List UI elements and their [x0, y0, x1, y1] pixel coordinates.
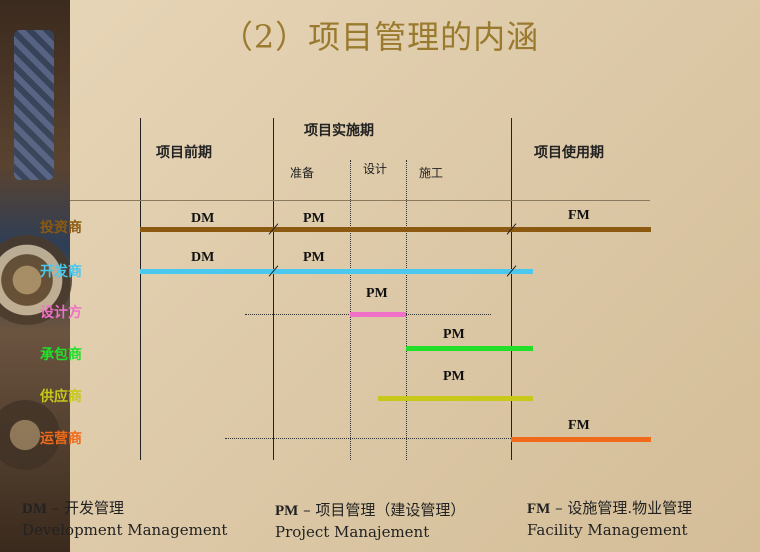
contractor-pm-label: PM: [443, 327, 465, 342]
sub-phase-build: 施工: [419, 166, 444, 180]
legend-fm-en: Facility Management: [527, 521, 688, 539]
legend-dm-cn: – 开发管理: [47, 499, 125, 517]
legend-fm-cn: – 设施管理.物业管理: [550, 499, 693, 517]
party-designer: 设计方: [40, 305, 82, 321]
phase-impl-label: 项目实施期: [304, 123, 374, 139]
operator-fm-label: FM: [568, 418, 590, 433]
party-supplier: 供应商: [40, 389, 82, 405]
developer-dm-label: DM: [191, 250, 215, 265]
medal-decoration: [0, 235, 72, 325]
phase-use-label: 项目使用期: [534, 145, 604, 161]
phase-pre-label: 项目前期: [156, 145, 212, 161]
legend-pm-abbr: PM: [275, 503, 299, 519]
divider-pre: [140, 118, 141, 460]
party-developer: 开发商: [40, 264, 82, 280]
investor-bar: [140, 227, 651, 232]
page-title: （2）项目管理的内涵: [220, 18, 540, 56]
designer-bar: [350, 312, 406, 317]
medal-decoration-2: [0, 400, 60, 470]
party-operator: 运营商: [40, 431, 82, 447]
sub-phase-design: 设计: [363, 162, 388, 176]
party-investor: 投资商: [40, 220, 82, 236]
designer-pm-label: PM: [366, 286, 388, 301]
legend-fm: FM – 设施管理.物业管理 Facility Management: [527, 498, 692, 541]
legend-pm-en: Project Manajement: [275, 523, 430, 541]
investor-pm-label: PM: [303, 211, 325, 226]
divider-design: [350, 160, 351, 460]
operator-dotted-line: [225, 438, 511, 439]
legend-fm-abbr: FM: [527, 501, 551, 517]
legend-dm-abbr: DM: [22, 501, 47, 517]
sub-phase-prep: 准备: [290, 166, 315, 180]
divider-build: [406, 160, 407, 460]
supplier-pm-label: PM: [443, 369, 465, 384]
header-separator: [70, 200, 650, 201]
legend-dm: DM – 开发管理 Development Management: [22, 498, 227, 541]
ribbon-decoration: [14, 30, 54, 180]
divider-use: [511, 118, 512, 460]
developer-bar: [140, 269, 533, 274]
party-contractor: 承包商: [40, 347, 82, 363]
divider-impl: [273, 118, 274, 460]
legend-dm-en: Development Management: [22, 521, 228, 539]
contractor-bar: [406, 346, 533, 351]
legend-pm-cn: – 项目管理（建设管理）: [298, 501, 466, 519]
developer-pm-label: PM: [303, 250, 325, 265]
supplier-bar: [378, 396, 533, 401]
investor-dm-label: DM: [191, 211, 215, 226]
decorative-sidebar: [0, 0, 72, 552]
legend-pm: PM – 项目管理（建设管理） Project Manajement: [275, 500, 465, 543]
operator-bar: [511, 437, 651, 442]
investor-fm-label: FM: [568, 208, 590, 223]
